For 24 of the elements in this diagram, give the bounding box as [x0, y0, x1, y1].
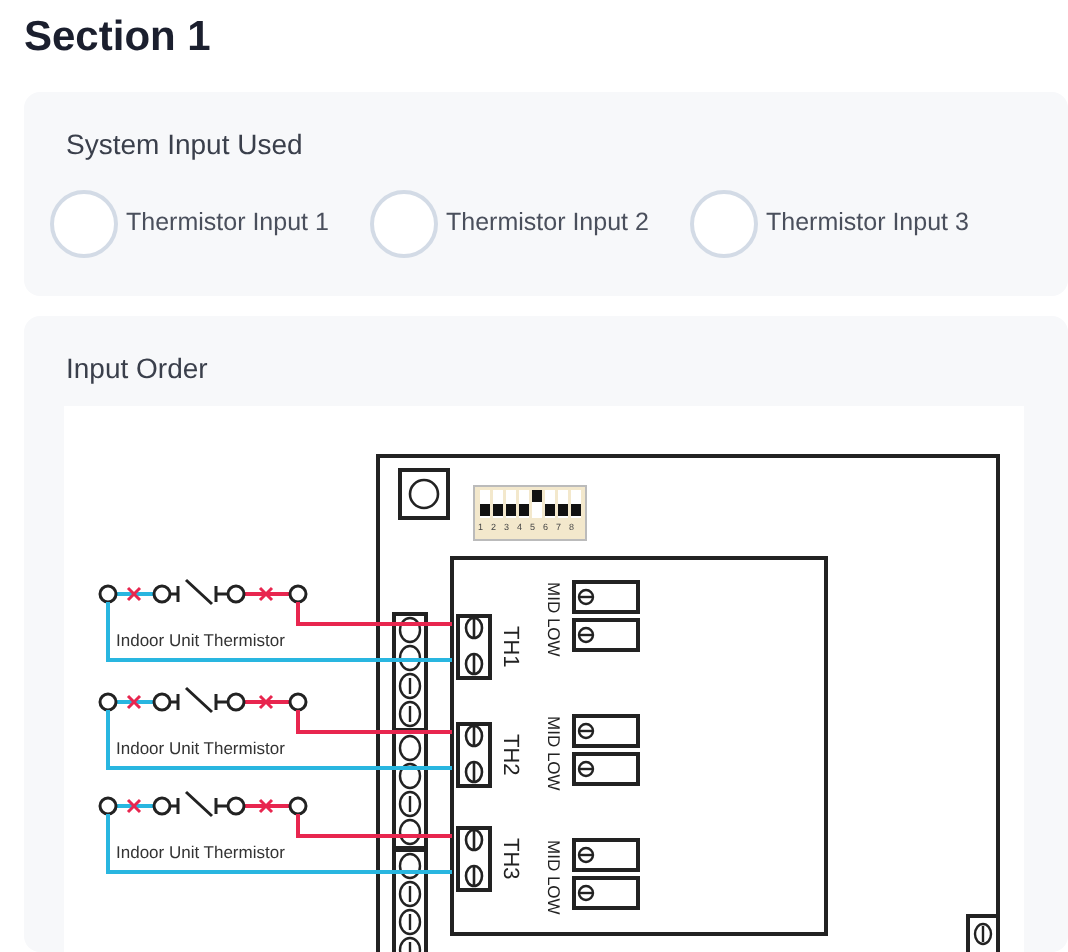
wire [106, 866, 452, 874]
circuit-label: Indoor Unit Thermistor [116, 738, 285, 758]
terminal-label: TH1 [498, 626, 522, 668]
wire [314, 730, 452, 734]
form-card [24, 92, 1068, 296]
wire [106, 762, 452, 770]
wire [314, 834, 452, 838]
terminal-label: TH2 [498, 734, 522, 776]
wire [106, 654, 452, 662]
card-heading: Input Order [66, 352, 208, 384]
terminal-label: TH3 [498, 838, 522, 880]
option-label: Thermistor Input 1 [126, 208, 329, 236]
form-card [24, 316, 1068, 952]
circuit-label: Indoor Unit Thermistor [116, 842, 285, 862]
circuit-board [376, 454, 1000, 952]
relay-label: MID LOW [544, 840, 564, 915]
section-title: Section 1 [24, 14, 211, 62]
relay-label: MID LOW [544, 716, 564, 791]
card-heading: System Input Used [66, 128, 303, 160]
circuit-label: Indoor Unit Thermistor [116, 630, 285, 650]
option-label: Thermistor Input 3 [766, 208, 969, 236]
relay-label: MID LOW [544, 582, 564, 657]
option-label: Thermistor Input 2 [446, 208, 649, 236]
wire [314, 622, 452, 626]
